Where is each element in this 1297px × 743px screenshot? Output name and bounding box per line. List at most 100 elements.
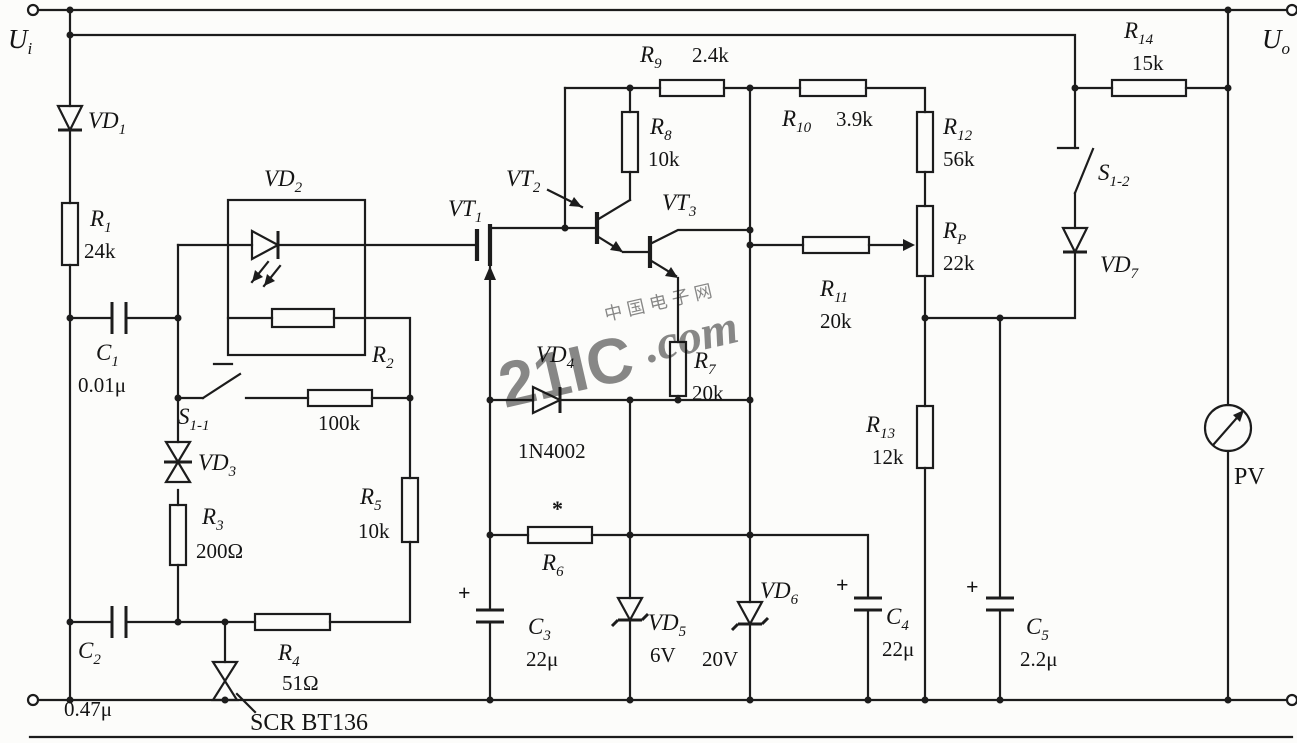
r9-label: R9 (639, 42, 662, 72)
meter-pv (1203, 403, 1253, 453)
light-arrow-icon (264, 274, 275, 286)
r13-label: R13 (865, 412, 895, 442)
resistor-r1 (60, 201, 80, 267)
rp-wiper-arrow-icon (903, 239, 915, 251)
c2-value: 0.47μ (64, 697, 112, 721)
zener-vd5 (610, 596, 650, 628)
resistor-r6 (526, 525, 594, 545)
r11-label: R11 (819, 276, 848, 306)
c3-label: C3 (528, 614, 551, 644)
c4-polarity-mark: + (836, 572, 849, 597)
r4-value: 51Ω (282, 671, 319, 695)
r3-value: 200Ω (196, 539, 243, 563)
vd4-value: 1N4002 (518, 439, 586, 463)
r6-label: R6 (541, 550, 564, 580)
s1-1-label: S1-1 (178, 404, 210, 434)
r7-label: R7 (693, 348, 717, 378)
resistor-r5 (400, 476, 420, 544)
r9-value: 2.4k (692, 43, 729, 67)
input-voltage-label: Ui (8, 24, 33, 58)
light-arrow-icon (252, 270, 263, 282)
resistor-r4 (253, 612, 332, 632)
output-common-terminal (1285, 693, 1297, 707)
r3-label: R3 (201, 504, 224, 534)
vd3-label: VD3 (198, 450, 236, 480)
rp-label: RP (942, 218, 966, 248)
r2-value: 100k (318, 411, 361, 435)
resistor-r7 (668, 340, 688, 398)
c5-polarity-mark: + (966, 574, 979, 599)
vd2-label: VD2 (264, 166, 303, 196)
pv-label: PV (1234, 464, 1265, 490)
diode-vd4 (531, 385, 563, 415)
output-voltage-label: Uo (1262, 24, 1290, 58)
circuit-wires (28, 8, 1294, 739)
capacitor-c3 (476, 608, 504, 624)
transistor-vt2 (594, 212, 623, 252)
c3-value: 22μ (526, 647, 558, 671)
transistor-vt3 (647, 236, 678, 278)
r10-label: R10 (781, 106, 812, 136)
capacitor-c5 (986, 596, 1014, 612)
rp-value: 22k (943, 251, 975, 275)
component-bodies (56, 78, 1253, 702)
r1-value: 24k (84, 239, 116, 263)
r11-value: 20k (820, 309, 852, 333)
c4-value: 22μ (882, 637, 914, 661)
vd4-label: VD4 (536, 342, 575, 372)
capacitor-c4 (854, 596, 882, 612)
led-in-vd2 (250, 229, 281, 286)
c1-value: 0.01μ (78, 373, 126, 397)
r8-label: R8 (649, 114, 672, 144)
r14-value: 15k (1132, 51, 1164, 75)
vt3-emitter-arrow-icon (665, 267, 678, 278)
vt2-label: VT2 (506, 166, 541, 196)
resistor-r14 (1110, 78, 1188, 98)
r13-value: 12k (872, 445, 904, 469)
labels: Ui Uo VD1 R1 24k VD2 C1 0.01μ S1-1 VD3 R… (8, 18, 1290, 736)
fet-vt1 (474, 224, 496, 280)
vt1-source-arrow-icon (484, 266, 496, 280)
optocoupler-box-vd2 (226, 198, 367, 357)
c1-label: C1 (96, 340, 119, 370)
vt3-label: VT3 (662, 190, 696, 220)
resistor-r9 (658, 78, 726, 98)
input-terminal (26, 3, 40, 17)
vt1-label: VT1 (448, 196, 482, 226)
triac-scr (211, 660, 239, 702)
diode-vd1 (56, 104, 84, 133)
c2-label: C2 (78, 638, 101, 668)
capacitor-c1 (110, 302, 128, 334)
junction-dots (66, 6, 1232, 704)
zener-vd6 (730, 600, 770, 632)
r14-label: R14 (1123, 18, 1154, 48)
capacitor-c2 (110, 606, 128, 638)
resistor-r13 (915, 404, 935, 470)
r6-star-mark: * (552, 496, 563, 521)
diac-vd3 (164, 440, 192, 484)
meter-needle-icon (1233, 410, 1244, 422)
r8-value: 10k (648, 147, 680, 171)
photoresistor (270, 307, 336, 329)
vt2-emitter-arrow-icon (610, 241, 623, 252)
vd5-value: 6V (650, 643, 676, 667)
resistor-r11 (801, 235, 871, 255)
resistor-r8 (620, 110, 640, 174)
c3-polarity-mark: + (458, 580, 471, 605)
vt2-pointer-arrow-icon (569, 197, 582, 207)
vd7-label: VD7 (1100, 252, 1140, 282)
scr-label: SCR BT136 (250, 710, 368, 736)
c5-value: 2.2μ (1020, 647, 1058, 671)
vd6-label: VD6 (760, 578, 799, 608)
resistor-r12 (915, 110, 935, 174)
resistor-r3 (168, 503, 188, 567)
diode-vd7 (1061, 226, 1089, 255)
r2-label: R2 (371, 342, 394, 372)
vd6-value: 20V (702, 647, 738, 671)
r7-value: 20k (692, 381, 724, 405)
s1-2-label: S1-2 (1098, 160, 1130, 190)
vd1-label: VD1 (88, 108, 126, 138)
r10-value: 3.9k (836, 107, 873, 131)
